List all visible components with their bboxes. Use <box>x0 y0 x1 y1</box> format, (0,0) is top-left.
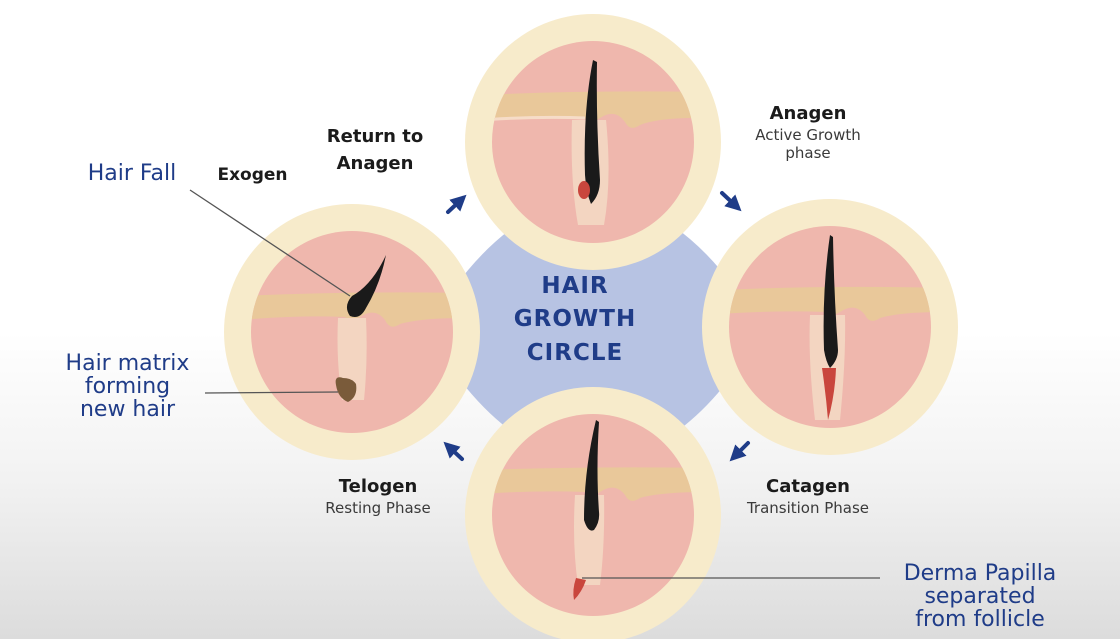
arrow-anagen-to-catagen <box>720 191 742 212</box>
telogen-hair-shaft <box>584 420 600 531</box>
exogen-new-hair-bulb <box>335 377 357 402</box>
return-to-anagen-label: Return to Anagen <box>310 123 440 177</box>
hair-matrix-line-2: forming <box>84 374 171 400</box>
anagen-hair-shaft <box>584 60 600 204</box>
hair-matrix-annotation: Hair matrix forming new hair <box>40 352 215 421</box>
anagen-subtitle-line-1: Active Growth <box>755 125 861 144</box>
hair-fall-leader <box>189 189 351 297</box>
telogen-title: Telogen <box>338 476 418 497</box>
telogen-label: Telogen Resting Phase <box>303 476 453 517</box>
arrow-exogen-to-anagen <box>446 194 467 214</box>
hair-matrix-line-3: new hair <box>79 397 176 423</box>
center-cycle-shape <box>428 190 760 470</box>
center-title: HAIR GROWTH CIRCLE <box>500 270 650 370</box>
exogen-follicle-circle <box>224 204 480 460</box>
anagen-title: Anagen <box>769 103 847 124</box>
catagen-hair-shaft <box>823 235 838 368</box>
catagen-label: Catagen Transition Phase <box>728 476 888 517</box>
derma-papilla-line-3: from follicle <box>915 607 1045 633</box>
hair-fall-annotation: Hair Fall <box>87 161 177 186</box>
catagen-title: Catagen <box>765 476 850 497</box>
derma-papilla-line-2: separated <box>924 584 1036 610</box>
hair-matrix-line-1: Hair matrix <box>65 351 190 376</box>
anagen-follicle-circle <box>465 14 721 270</box>
annotation-lines <box>189 189 880 579</box>
catagen-follicle-circle <box>702 199 958 455</box>
return-label-line-2: Anagen <box>336 153 414 174</box>
center-title-line-3: CIRCLE <box>526 339 624 366</box>
cycle-arrows <box>443 191 750 462</box>
hair-matrix-leader <box>204 391 339 394</box>
catagen-subtitle: Transition Phase <box>746 498 870 517</box>
anagen-label: Anagen Active Growth phase <box>738 103 878 163</box>
center-title-line-2: GROWTH <box>513 306 637 333</box>
arrow-telogen-to-exogen <box>443 441 464 461</box>
exogen-label: Exogen <box>217 165 288 185</box>
derma-papilla-annotation: Derma Papilla separated from follicle <box>880 562 1080 631</box>
center-title-line-1: HAIR <box>541 273 609 299</box>
telogen-follicle-circle <box>465 387 721 639</box>
derma-papilla-line-1: Derma Papilla <box>903 561 1057 586</box>
exogen-shedding-hair <box>346 255 386 317</box>
arrow-catagen-to-telogen <box>729 441 750 462</box>
return-label-line-1: Return to <box>326 126 424 147</box>
anagen-subtitle-line-2: phase <box>785 144 831 163</box>
telogen-subtitle: Resting Phase <box>325 498 431 517</box>
